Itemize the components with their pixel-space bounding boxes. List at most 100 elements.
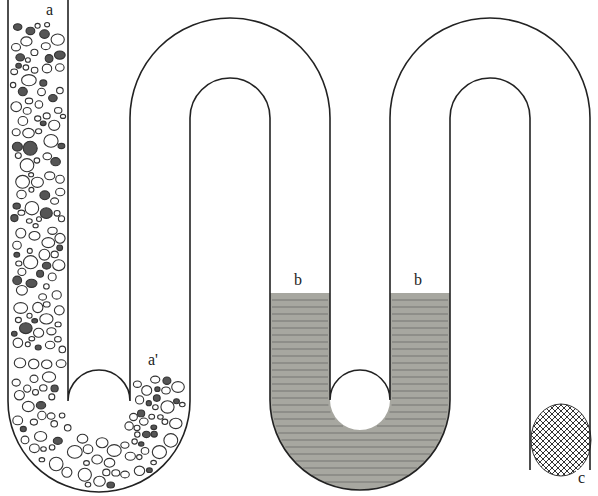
pebble <box>133 381 141 387</box>
water-line <box>278 433 441 434</box>
part-letter: c <box>576 470 587 486</box>
pebble <box>174 399 180 404</box>
pebble <box>85 482 91 487</box>
pebble <box>55 233 65 243</box>
pebble <box>12 331 18 336</box>
pebble <box>24 256 38 269</box>
pebble <box>21 436 29 444</box>
pebble <box>130 413 138 420</box>
water-line <box>392 363 448 364</box>
water-line <box>392 342 448 343</box>
pebble <box>18 210 25 215</box>
pebble <box>26 219 32 223</box>
pebble <box>60 114 65 118</box>
pebble <box>14 358 25 368</box>
water-line <box>272 328 328 329</box>
pebble <box>12 44 21 51</box>
pebble <box>37 270 44 277</box>
pebble <box>143 431 151 437</box>
gravel <box>10 23 185 489</box>
pebble <box>47 328 56 335</box>
pebble <box>44 284 50 289</box>
pebble <box>22 75 37 86</box>
pebble <box>52 291 61 299</box>
pebble <box>170 418 182 428</box>
pebble <box>140 418 149 425</box>
pebble <box>54 51 65 59</box>
pebble <box>149 414 155 419</box>
pebble <box>107 482 115 488</box>
pebble <box>164 434 178 448</box>
pebble <box>51 198 59 204</box>
pebble <box>16 54 25 61</box>
pebble <box>16 175 30 188</box>
pebble <box>18 87 27 95</box>
pebble <box>13 276 22 285</box>
pebble <box>136 396 144 404</box>
water-line <box>296 461 424 462</box>
pebble <box>35 101 43 108</box>
pebble <box>29 337 35 341</box>
water-line <box>272 307 328 308</box>
water-line <box>392 328 448 329</box>
water-line <box>392 349 448 350</box>
pebble <box>35 432 47 442</box>
part-letter: a' <box>146 352 160 368</box>
pebble <box>49 394 55 400</box>
pebble <box>139 442 144 446</box>
water-line <box>392 377 448 378</box>
pebble <box>43 153 52 160</box>
pebble <box>54 306 64 315</box>
pebble <box>12 142 22 151</box>
pebble <box>152 446 166 459</box>
water-line <box>272 405 328 406</box>
water-line <box>377 426 444 427</box>
water-line <box>272 335 328 336</box>
pebble <box>62 467 72 477</box>
pebble <box>137 455 142 460</box>
pebble <box>13 203 20 209</box>
pebble <box>59 413 65 418</box>
pebble <box>134 466 144 475</box>
water-line <box>392 405 448 406</box>
pebble <box>141 448 149 455</box>
pebble <box>51 421 58 427</box>
pebble <box>121 471 130 478</box>
pebble <box>20 426 26 431</box>
water-line <box>272 377 328 378</box>
part-letter: b <box>412 272 424 288</box>
pebble <box>35 345 41 350</box>
pebble <box>103 469 110 476</box>
water-line <box>273 412 331 413</box>
pebble <box>44 135 58 148</box>
water-line <box>392 370 448 371</box>
pebble <box>162 419 168 424</box>
pebble <box>23 65 29 70</box>
water-line <box>392 321 448 322</box>
pebble <box>23 141 37 155</box>
part-letter: a <box>44 2 55 18</box>
pebble <box>53 437 62 444</box>
water-line <box>325 482 395 483</box>
pebble <box>55 108 62 114</box>
pebble <box>16 261 22 266</box>
pebble <box>151 460 157 464</box>
pebble <box>158 415 164 419</box>
pebble <box>151 431 157 437</box>
pebble <box>12 379 20 386</box>
pebble <box>172 382 185 393</box>
pebble <box>125 422 133 430</box>
pebble <box>12 129 20 136</box>
water-line <box>272 314 328 315</box>
pebble <box>104 458 115 467</box>
water-line <box>385 419 446 420</box>
pebble <box>49 95 58 102</box>
water-line <box>392 356 448 357</box>
pebble <box>125 452 135 460</box>
pebble <box>35 23 40 28</box>
pebble <box>49 445 55 450</box>
pebble <box>13 338 23 347</box>
pebble <box>26 27 35 34</box>
pebble <box>31 67 38 73</box>
